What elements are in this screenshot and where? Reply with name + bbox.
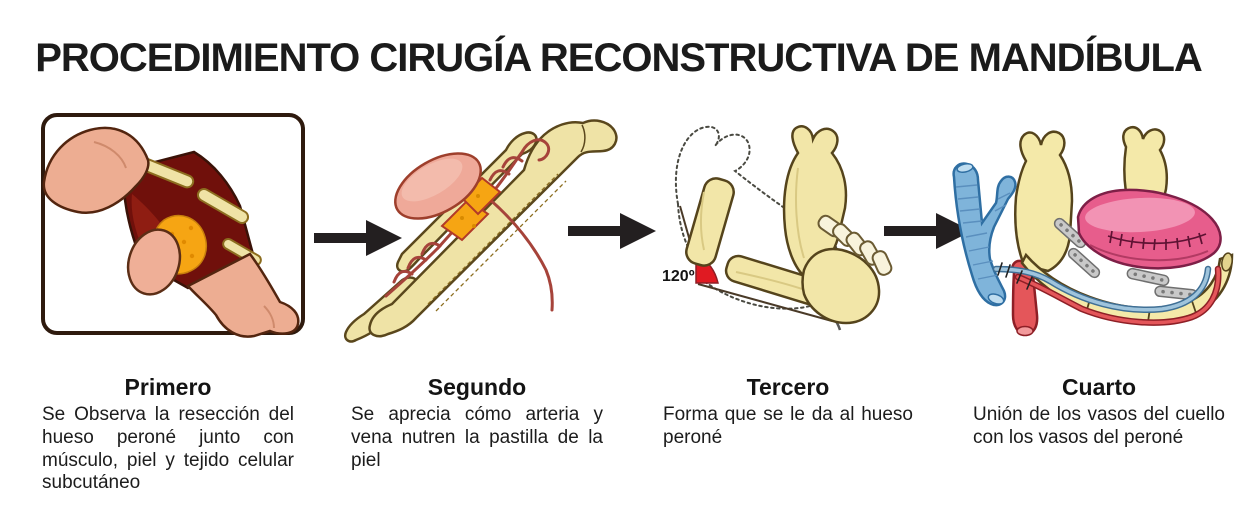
ankle-foot — [185, 252, 300, 338]
step-caption-3: Tercero Forma que se le da al hueso pero… — [663, 374, 913, 450]
anastomosis-sutures — [997, 262, 1033, 290]
tibia-bone — [368, 119, 618, 338]
step-heading-3: Tercero — [746, 374, 830, 400]
fixation-plates — [1053, 217, 1198, 301]
flap-suture-line — [1107, 230, 1207, 251]
step-arrow-icon — [314, 218, 402, 263]
skin-paddle — [394, 152, 482, 220]
illustration-step-3-fibula-shape: 120º — [652, 108, 947, 358]
angle-label: 120º — [662, 268, 695, 285]
step-heading-4: Cuarto — [1061, 374, 1137, 400]
illustration-step-1-leg-resection — [36, 110, 312, 350]
illustration-step-2-fibula-vessels — [342, 106, 634, 358]
step-description-1: Se Observa la resección del hueso peroné… — [42, 404, 294, 494]
angle-line-lower — [697, 283, 833, 322]
illustration-step-4-anastomosis — [940, 105, 1237, 357]
neck-vein — [952, 162, 1017, 307]
thigh — [42, 126, 150, 215]
step-heading-2: Segundo — [427, 374, 527, 400]
step-description-2: Se aprecia cómo arteria y vena nutren la… — [351, 404, 603, 471]
skin-paddle — [126, 228, 182, 296]
skin-flap — [1076, 188, 1222, 270]
fibula-vessels-drawing — [344, 119, 618, 343]
teeth — [817, 214, 893, 276]
step-arrow-icon — [884, 211, 972, 256]
anastomosis-drawing — [952, 126, 1234, 337]
step-caption-4: Cuarto Unión de los vasos del cuello con… — [973, 374, 1225, 450]
page-title: PROCEDIMIENTO CIRUGÍA RECONSTRUCTIVA DE … — [35, 36, 1203, 80]
step-arrow-icon — [568, 211, 656, 256]
step-description-3: Forma que se le da al hueso peroné — [663, 404, 913, 448]
step-caption-1: Primero Se Observa la resección del hues… — [42, 374, 294, 495]
step-heading-1: Primero — [124, 374, 212, 400]
step-description-4: Unión de los vasos del cuello con los va… — [973, 404, 1225, 448]
osteotomy-drawing: 120º — [662, 125, 893, 331]
mandible-left-ramus — [1014, 130, 1074, 273]
leg-resection-drawing — [41, 113, 305, 338]
anastomosed-vessels — [992, 262, 1222, 326]
artery-vein-vessels — [384, 138, 554, 312]
step-caption-2: Segundo Se aprecia cómo arteria y vena n… — [351, 374, 603, 472]
mandible-body — [801, 247, 881, 325]
